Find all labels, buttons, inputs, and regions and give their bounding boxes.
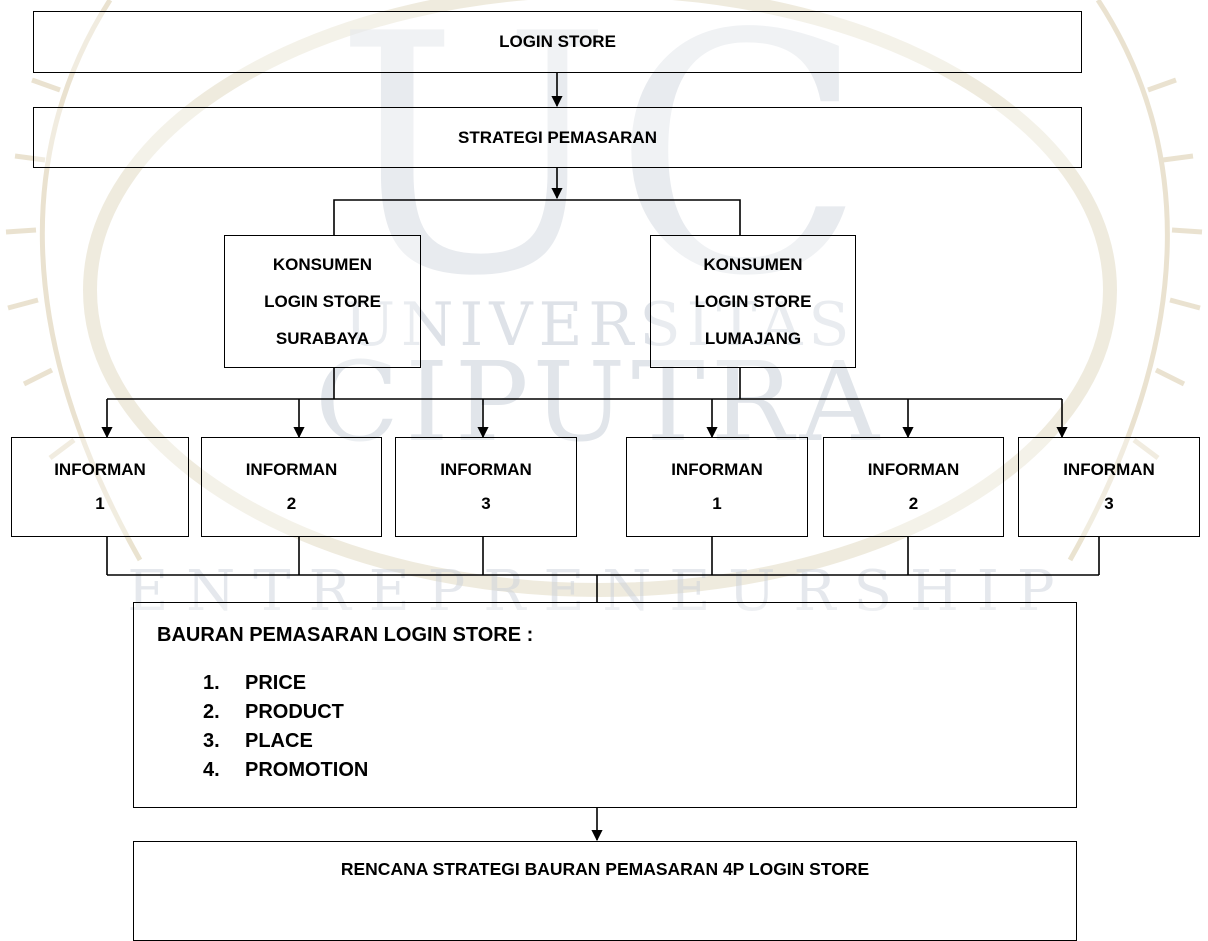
list-item-number: 2. <box>203 701 220 723</box>
marketing-mix-title: BAURAN PEMASARAN LOGIN STORE : <box>157 624 534 646</box>
informant-box: INFORMAN 2 <box>823 437 1004 537</box>
informant-label: INFORMAN <box>245 460 338 479</box>
informant-label: INFORMAN <box>440 460 532 479</box>
informant-number: 3 <box>481 494 491 513</box>
informant-label: INFORMAN <box>1063 460 1155 479</box>
informant-number: 2 <box>286 494 297 513</box>
consumer-box-surabaya: KONSUMEN LOGIN STORE SURABAYA <box>224 235 421 368</box>
list-item: 2. PRODUCT <box>203 698 368 727</box>
strategy-plan-box: RENCANA STRATEGI BAURAN PEMASARAN 4P LOG… <box>133 841 1077 941</box>
informant-box: INFORMAN 1 <box>626 437 808 537</box>
watermark-name-text: CIPUTRA <box>315 338 885 466</box>
informant-box: INFORMAN 1 <box>11 437 189 537</box>
consumer-line: SURABAYA <box>275 329 370 348</box>
strategy-box: STRATEGI PEMASARAN <box>33 107 1082 168</box>
list-item-number: 3. <box>203 730 220 752</box>
list-item-number: 1. <box>203 672 220 694</box>
informant-label: INFORMAN <box>54 460 146 479</box>
informant-number: 1 <box>712 494 722 513</box>
watermark-motto-text: ENTREPRENEURSHIP <box>127 559 1072 624</box>
list-item-label: PRICE <box>245 672 307 694</box>
consumer-line: KONSUMEN <box>272 255 373 274</box>
strategy-plan-label: RENCANA STRATEGI BAURAN PEMASARAN 4P LOG… <box>340 859 870 879</box>
consumer-box-lumajang: KONSUMEN LOGIN STORE LUMAJANG <box>650 235 856 368</box>
login-store-box: LOGIN STORE <box>33 11 1082 73</box>
informant-box: INFORMAN 3 <box>1018 437 1200 537</box>
consumer-line: LUMAJANG <box>704 329 802 348</box>
watermark-brand: UC <box>335 0 866 348</box>
marketing-mix-box: BAURAN PEMASARAN LOGIN STORE : 1. PRICE 2… <box>133 602 1077 808</box>
informant-box: INFORMAN 2 <box>201 437 382 537</box>
informant-label: INFORMAN <box>671 460 763 479</box>
informant-number: 1 <box>95 494 105 513</box>
watermark-wreath-right <box>1067 0 1203 562</box>
watermark-university-text: UNIVERSITAS <box>344 290 855 360</box>
list-item: 3. PLACE <box>203 727 368 756</box>
strategy-label: STRATEGI PEMASARAN <box>458 127 657 147</box>
login-store-label: LOGIN STORE <box>499 32 616 51</box>
list-item: 1. PRICE <box>203 669 368 698</box>
informant-number: 2 <box>908 494 919 513</box>
consumer-line: LOGIN STORE <box>264 292 381 311</box>
informant-label: INFORMAN <box>867 460 960 479</box>
list-item-label: PROMOTION <box>245 759 369 781</box>
list-item-label: PLACE <box>245 730 313 752</box>
marketing-mix-list: 1. PRICE 2. PRODUCT 3. PLACE 4. PROMOTION <box>203 669 368 785</box>
informant-number: 3 <box>1104 494 1114 513</box>
informant-box: INFORMAN 3 <box>395 437 577 537</box>
consumer-line: KONSUMEN <box>703 255 803 274</box>
list-item-label: PRODUCT <box>245 701 344 723</box>
watermark-wreath-left <box>5 0 143 562</box>
list-item: 4. PROMOTION <box>203 756 368 785</box>
consumer-line: LOGIN STORE <box>694 292 812 311</box>
branch-to-consumers <box>333 199 741 235</box>
list-item-number: 4. <box>203 759 220 781</box>
watermark-ring <box>83 0 1117 597</box>
